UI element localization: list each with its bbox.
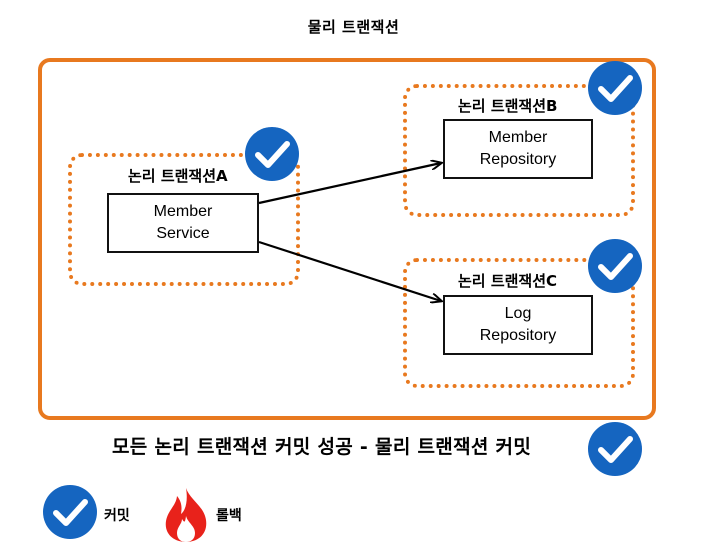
member-repository-line1: Member [488, 129, 548, 146]
logical-transaction-c-label: 논리 트랜잭션C [458, 272, 558, 290]
member-repository-line2: Repository [479, 151, 557, 168]
logical-transaction-c-box [403, 258, 635, 388]
logical-transaction-b-box [403, 84, 635, 217]
logical-transaction-a-label: 논리 트랜잭션A [128, 167, 228, 185]
member-repository-box: Member Repository [443, 119, 593, 179]
legend-rollback-label: 롤백 [216, 508, 242, 524]
logical-transaction-b-label: 논리 트랜잭션B [458, 97, 558, 115]
arrow-service-to-log-repository [258, 240, 441, 301]
legend-commit-check-icon [43, 485, 97, 539]
physical-transaction-box [38, 58, 656, 420]
arrow-service-to-member-repository [258, 163, 441, 205]
result-message: 모든 논리 트랜잭션 커밋 성공 - 물리 트랜잭션 커밋 [112, 436, 532, 458]
legend-rollback-flame-icon [165, 488, 207, 542]
log-repository-line2: Repository [479, 327, 557, 344]
physical-transaction-title: 물리 트랜잭션 [307, 18, 400, 36]
log-repository-box: Log Repository [443, 295, 593, 355]
log-repository-line1: Log [504, 305, 532, 322]
commit-check-icon-c [588, 239, 642, 293]
member-service-line2: Service [156, 225, 210, 242]
commit-check-icon-b [588, 61, 642, 115]
commit-check-icon-a [245, 127, 299, 181]
legend-commit-label: 커밋 [104, 508, 130, 524]
member-service-box: Member Service [107, 193, 259, 253]
commit-check-icon-physical [588, 422, 642, 476]
member-service-line1: Member [153, 203, 213, 220]
logical-transaction-a-box [68, 153, 300, 286]
